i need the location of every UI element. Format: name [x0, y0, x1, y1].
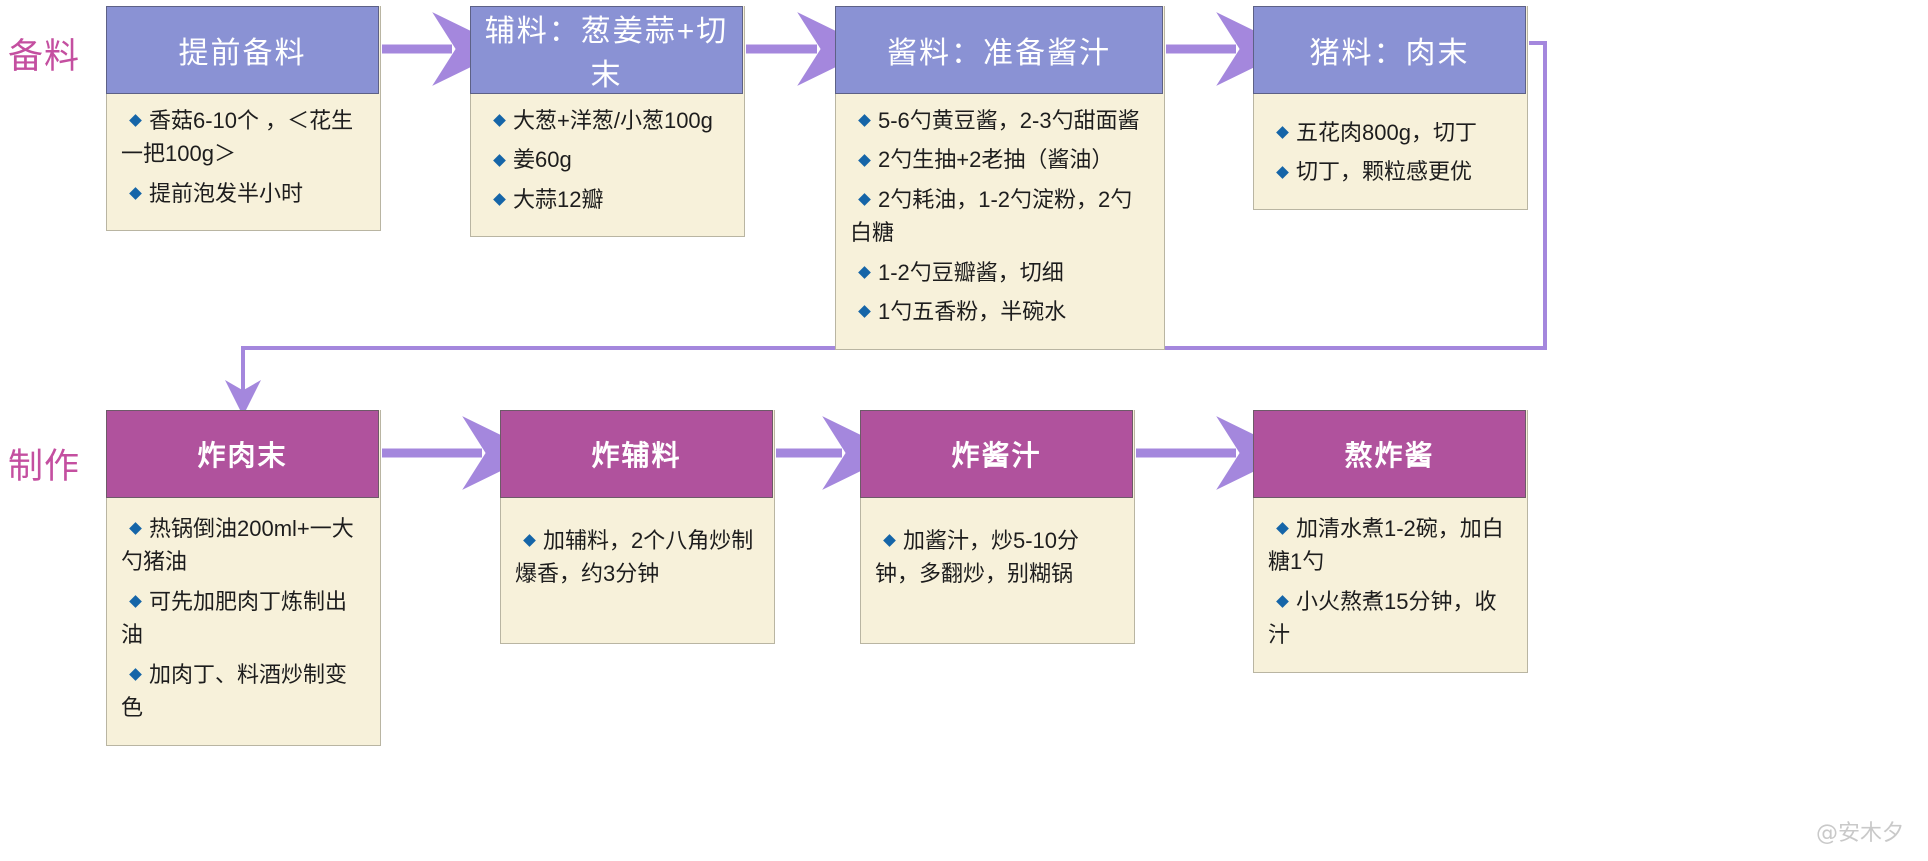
card-title-cook-aromatics: 炸辅料 [500, 410, 773, 498]
bullet-diamond-icon [1276, 126, 1289, 140]
list-item: 5-6勺黄豆酱，2-3勺甜面酱 [850, 104, 1150, 137]
card-title-cook-sauce: 炸酱汁 [860, 410, 1133, 498]
card-body-prep-aromatics: 大葱+洋葱/小葱100g 姜60g 大蒜12瓣 [471, 94, 744, 236]
bullet-diamond-icon [858, 305, 871, 319]
card-title-cook-simmer: 熬炸酱 [1253, 410, 1526, 498]
list-item: 热锅倒油200ml+一大勺猪油 [121, 516, 354, 575]
list-item: 1-2勺豆瓣酱，切细 [850, 256, 1150, 289]
list-item: 1勺五香粉，半碗水 [850, 295, 1150, 328]
card-cook-sauce[interactable]: 炸酱汁 加酱汁，炒5-10分钟，多翻炒，别糊锅 [860, 410, 1135, 644]
card-title-cook-mince: 炸肉末 [106, 410, 379, 498]
list-item: 五花肉800g，切丁 [1268, 116, 1513, 149]
card-title-prep-pork: 猪料：肉末 [1253, 6, 1526, 94]
card-cook-aromatics[interactable]: 炸辅料 加辅料，2个八角炒制爆香，约3分钟 [500, 410, 775, 644]
card-prep-advance[interactable]: 提前备料 香菇6-10个 ，＜花生一把100g＞ 提前泡发半小时 [106, 6, 381, 232]
card-body-cook-simmer: 加清水煮1-2碗，加白糖1勺 小火熬煮15分钟，收汁 [1254, 498, 1527, 672]
card-title-prep-aromatics: 辅料：葱姜蒜+切末 [470, 6, 743, 94]
list-item: 提前泡发半小时 [121, 177, 366, 210]
list-item: 小火熬煮15分钟，收汁 [1268, 588, 1497, 648]
watermark: @安木夕 [1815, 821, 1904, 846]
row-label-cooking: 制作 [8, 447, 81, 487]
list-item: 2勺耗油，1-2勺淀粉，2勺白糖 [850, 186, 1133, 246]
bullet-diamond-icon [858, 266, 871, 279]
bullet-diamond-icon [493, 193, 506, 206]
bullet-diamond-icon [1276, 165, 1289, 179]
list-item: 大蒜12瓣 [485, 183, 730, 216]
list-item: 加肉丁、料酒炒制变色 [121, 661, 348, 721]
bullet-diamond-icon [129, 595, 142, 608]
card-body-cook-aromatics: 加辅料，2个八角炒制爆香，约3分钟 [501, 498, 774, 643]
bullet-diamond-icon [493, 114, 506, 128]
bullet-diamond-icon [129, 668, 142, 681]
bullet-diamond-icon [883, 534, 896, 548]
card-prep-pork[interactable]: 猪料：肉末 五花肉800g，切丁 切丁，颗粒感更优 [1253, 6, 1528, 210]
list-item: 姜60g [485, 143, 730, 176]
list-item: 切丁，颗粒感更优 [1268, 155, 1513, 188]
bullet-diamond-icon [493, 153, 506, 167]
list-item: 香菇6-10个 ，＜花生一把100g＞ [121, 108, 354, 167]
list-item: 大葱+洋葱/小葱100g [485, 104, 730, 137]
bullet-diamond-icon [1276, 522, 1289, 536]
bullet-diamond-icon [523, 534, 536, 548]
bullet-diamond-icon [858, 193, 871, 206]
card-title-prep-sauce: 酱料：准备酱汁 [835, 6, 1163, 94]
list-item: 可先加肥肉丁炼制出油 [121, 588, 348, 648]
row-label-preparation: 备料 [8, 37, 81, 77]
card-body-cook-sauce: 加酱汁，炒5-10分钟，多翻炒，别糊锅 [861, 498, 1134, 643]
card-body-cook-mince: 热锅倒油200ml+一大勺猪油 可先加肥肉丁炼制出油 加肉丁、料酒炒制变色 [107, 498, 380, 745]
card-prep-sauce[interactable]: 酱料：准备酱汁 5-6勺黄豆酱，2-3勺甜面酱 2勺生抽+2老抽（酱油） 2勺耗… [835, 6, 1165, 350]
card-title-prep-advance: 提前备料 [106, 6, 379, 94]
bullet-diamond-icon [129, 187, 142, 200]
list-item: 加酱汁，炒5-10分钟，多翻炒，别糊锅 [875, 528, 1080, 587]
card-prep-aromatics[interactable]: 辅料：葱姜蒜+切末 大葱+洋葱/小葱100g 姜60g 大蒜12瓣 [470, 6, 745, 238]
bullet-diamond-icon [129, 114, 142, 128]
list-item: 2勺生抽+2老抽（酱油） [850, 143, 1150, 176]
card-body-prep-advance: 香菇6-10个 ，＜花生一把100g＞ 提前泡发半小时 [107, 94, 380, 230]
card-body-prep-pork: 五花肉800g，切丁 切丁，颗粒感更优 [1254, 94, 1527, 209]
bullet-diamond-icon [858, 153, 871, 167]
card-cook-simmer[interactable]: 熬炸酱 加清水煮1-2碗，加白糖1勺 小火熬煮15分钟，收汁 [1253, 410, 1528, 673]
bullet-diamond-icon [858, 114, 871, 128]
card-body-prep-sauce: 5-6勺黄豆酱，2-3勺甜面酱 2勺生抽+2老抽（酱油） 2勺耗油，1-2勺淀粉… [836, 94, 1164, 349]
list-item: 加辅料，2个八角炒制爆香，约3分钟 [515, 528, 754, 587]
card-cook-mince[interactable]: 炸肉末 热锅倒油200ml+一大勺猪油 可先加肥肉丁炼制出油 加肉丁、料酒炒制变… [106, 410, 381, 746]
bullet-diamond-icon [129, 522, 142, 536]
bullet-diamond-icon [1276, 595, 1289, 608]
list-item: 加清水煮1-2碗，加白糖1勺 [1268, 516, 1504, 575]
